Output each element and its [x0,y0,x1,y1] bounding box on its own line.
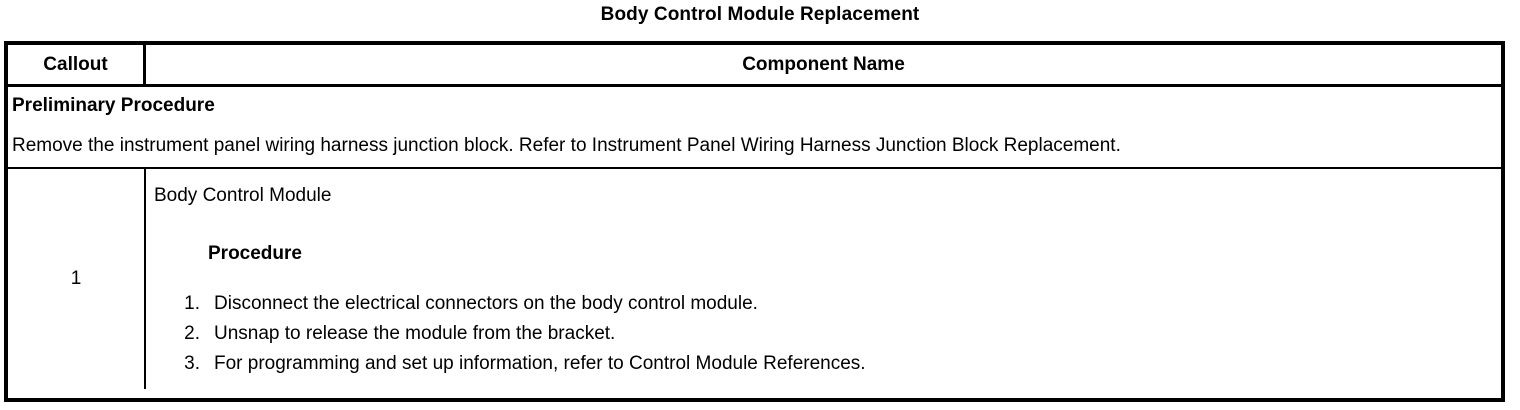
procedure-table: Callout Component Name Preliminary Proce… [4,41,1505,402]
header-label-callout: Callout [43,53,108,75]
preliminary-procedure-row: Preliminary Procedure Remove the instrum… [8,87,1501,169]
procedure-step-list: 1. Disconnect the electrical connectors … [154,289,1493,379]
table-header-row: Callout Component Name [8,45,1501,87]
callout-number: 1 [70,268,82,289]
preliminary-procedure-text: Remove the instrument panel wiring harne… [12,135,1121,156]
list-item: 2. Unsnap to release the module from the… [154,319,1493,349]
list-item: 3. For programming and set up informatio… [154,349,1493,379]
header-label-component-name: Component Name [742,53,905,75]
preliminary-procedure-cell: Preliminary Procedure Remove the instrum… [8,87,1501,167]
header-cell-component-name: Component Name [146,45,1501,84]
step-text: Disconnect the electrical connectors on … [214,293,758,314]
preliminary-procedure-heading: Preliminary Procedure [12,95,215,116]
step-text: For programming and set up information, … [214,353,866,374]
procedure-heading: Procedure [208,243,302,264]
step-number: 3. [184,353,200,374]
step-number: 1. [184,293,200,314]
component-name: Body Control Module [154,185,332,206]
component-detail-cell: Body Control Module Procedure 1. Disconn… [146,169,1501,389]
step-number: 2. [184,323,200,344]
list-item: 1. Disconnect the electrical connectors … [154,289,1493,319]
header-cell-callout: Callout [8,45,146,84]
step-text: Unsnap to release the module from the br… [214,323,616,344]
callout-cell: 1 [8,169,146,389]
page-title: Body Control Module Replacement [600,4,920,25]
table-row: 1 Body Control Module Procedure 1. Disco… [8,169,1501,389]
